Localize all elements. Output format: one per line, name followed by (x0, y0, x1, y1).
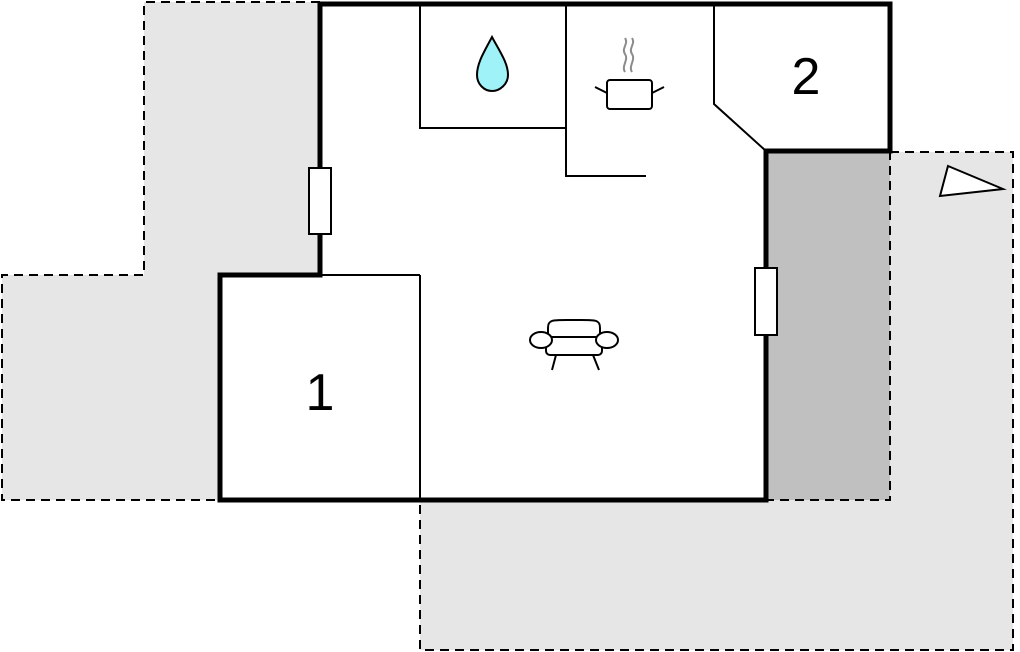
outdoor-area-right (420, 152, 1013, 650)
steam-line (629, 37, 635, 73)
pot-handle-left (594, 86, 608, 94)
sofa-seat (545, 336, 603, 356)
covered-terrace (766, 151, 890, 500)
kitchen-wall (565, 4, 646, 177)
exterior-walls (217, 1, 893, 503)
sofa-arm-right (595, 331, 619, 349)
north-arrow-icon (938, 164, 1007, 198)
outdoor-boundary-right (419, 151, 1014, 651)
room-label-1: 1 (306, 364, 335, 422)
pot-handle-right (651, 86, 665, 94)
room-label-2: 2 (792, 48, 821, 106)
interior-walls (320, 4, 767, 500)
outdoor-area-left (2, 2, 320, 500)
cooking-pot-icon (594, 37, 665, 110)
bedroom-2-wall (713, 4, 767, 152)
bathroom-wall (419, 4, 566, 129)
sofa-leg-left (551, 354, 557, 371)
sofa-leg-right (592, 354, 600, 371)
terrace-boundary (766, 151, 891, 501)
pot-body (606, 79, 653, 110)
steam-line (622, 37, 628, 73)
sofa-icon (529, 318, 619, 371)
water-drop-icon (475, 34, 510, 93)
sofa-back (547, 318, 601, 338)
sofa-arm-left (529, 331, 553, 349)
window-left (308, 167, 332, 235)
window-right (754, 267, 778, 336)
house-interior (220, 4, 890, 500)
